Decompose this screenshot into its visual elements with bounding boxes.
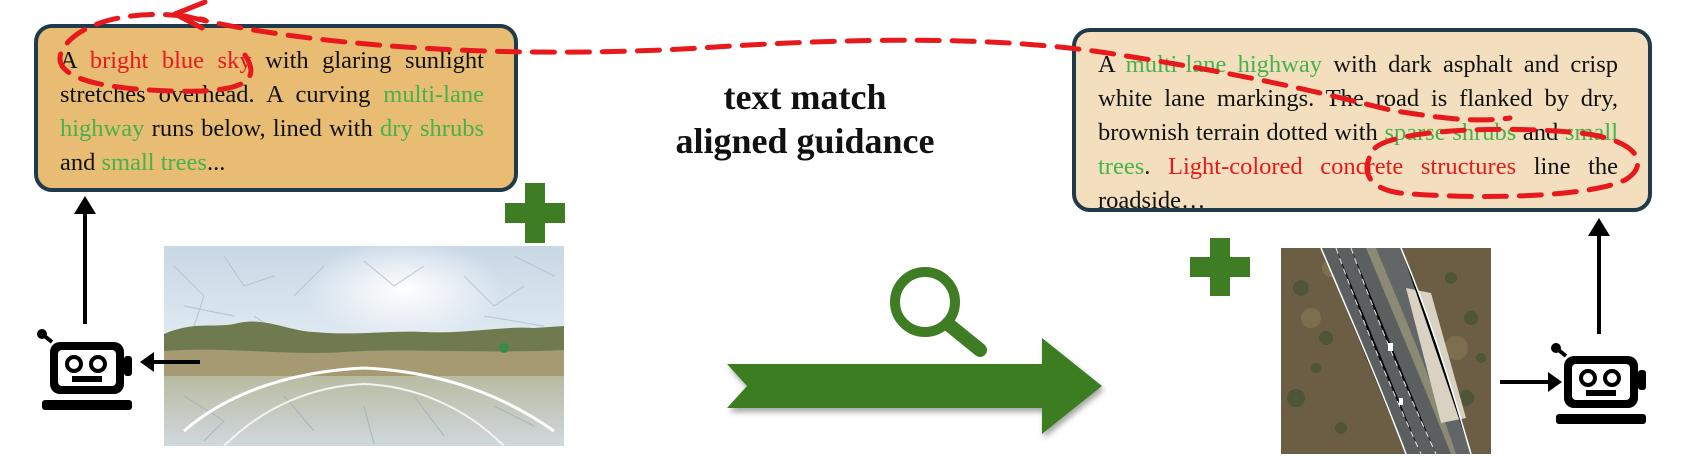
caption-segment: . <box>1144 153 1168 180</box>
caption-segment: and <box>1516 119 1565 146</box>
panorama-caption-box: A bright blue sky with glaring sunlight … <box>34 24 518 192</box>
center-label-line2: aligned guidance <box>675 121 935 161</box>
satellite-image <box>1281 248 1491 454</box>
caption-segment-green: dry shrubs <box>380 115 484 142</box>
up-arrow-icon <box>74 196 96 324</box>
caption-segment-green: sparse shrubs <box>1384 119 1517 146</box>
right-arrow-icon <box>727 338 1102 434</box>
plus-icon <box>1190 238 1250 296</box>
satellite-caption-box: A multi-lane highway with dark asphalt a… <box>1072 28 1652 214</box>
left-arrow-icon <box>140 352 200 372</box>
caption-segment: ... <box>206 149 226 176</box>
caption-segment-red: Light-colored concrete structures <box>1167 153 1517 180</box>
center-label-line1: text match <box>723 77 887 117</box>
caption-segment-green: small trees <box>101 149 207 176</box>
caption-segment: A <box>60 47 90 74</box>
caption-segment: A <box>1098 51 1126 78</box>
caption-segment: runs below, lined with <box>144 115 381 142</box>
right-arrow-small-icon <box>1500 372 1562 392</box>
robot-icon <box>1551 343 1646 424</box>
up-arrow-icon <box>1588 218 1610 334</box>
magnifier-icon <box>890 267 987 357</box>
caption-segment-green: multi-lane highway <box>1125 51 1323 78</box>
caption-segment-red: bright blue sky <box>89 47 252 74</box>
panorama-image <box>164 246 564 446</box>
caption-segment: and <box>60 149 102 176</box>
plus-icon <box>505 183 565 243</box>
robot-icon <box>37 329 132 410</box>
